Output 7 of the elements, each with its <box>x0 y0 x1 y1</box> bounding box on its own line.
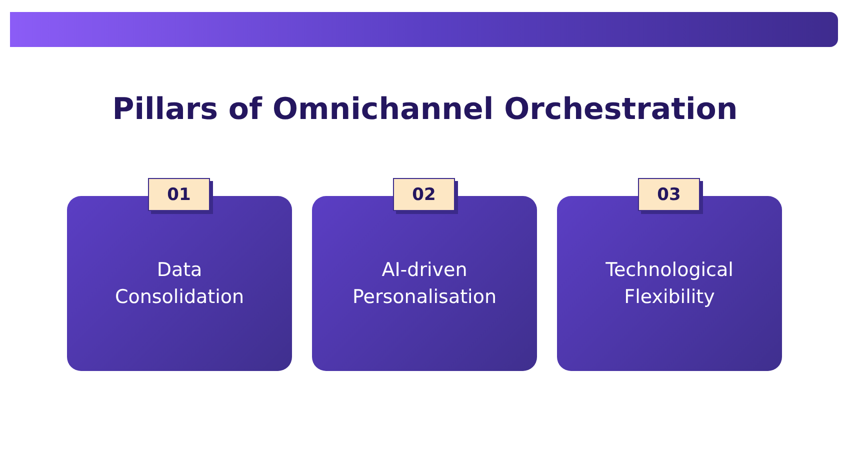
pillar-text: AI-driven Personalisation <box>352 258 498 310</box>
number-badge: 03 <box>638 178 700 211</box>
title: Pillars of Omnichannel Orchestration <box>111 92 739 127</box>
pillar-text: Technological Flexibility <box>604 258 734 310</box>
pillar-text: Data Consolidation <box>114 258 246 310</box>
number-badge: 02 <box>393 178 455 211</box>
number-badge: 01 <box>148 178 210 211</box>
